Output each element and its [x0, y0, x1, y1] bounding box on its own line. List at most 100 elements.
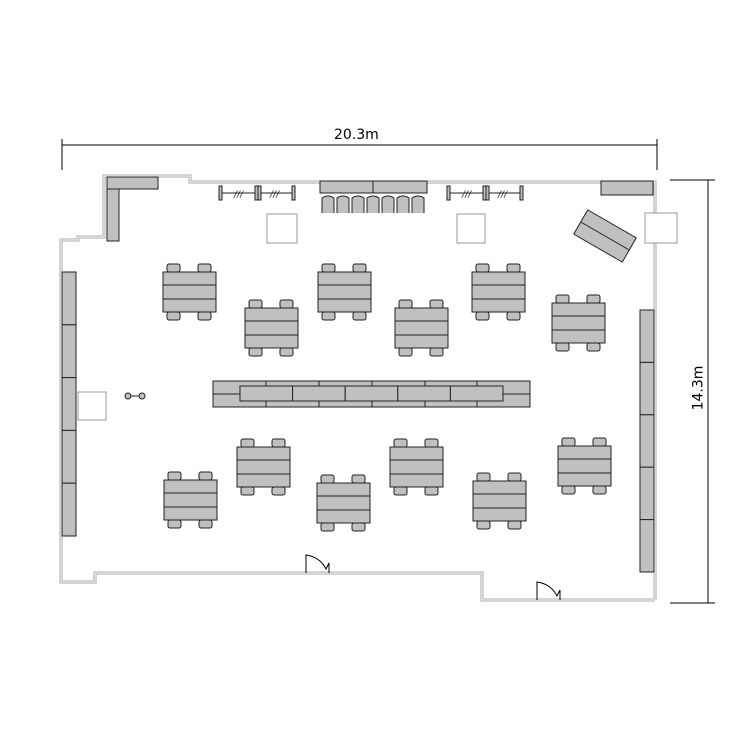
- rack-post: [257, 185, 262, 201]
- chair: [393, 486, 408, 496]
- rack-post: [446, 185, 451, 201]
- chair: [396, 195, 410, 213]
- rack-post: [291, 185, 296, 201]
- counter-segment: [449, 385, 504, 402]
- chair: [424, 486, 439, 496]
- cabinet: [372, 180, 428, 194]
- chair: [248, 347, 263, 357]
- table-top: [236, 446, 291, 488]
- chair: [336, 195, 350, 213]
- hanger-mark: ///: [269, 190, 280, 200]
- table-group: [551, 294, 606, 352]
- chair: [279, 299, 294, 309]
- cabinet: [319, 180, 374, 194]
- door: [536, 581, 561, 600]
- chair: [476, 472, 491, 482]
- table-group: [472, 472, 527, 530]
- chair: [366, 195, 380, 213]
- table-top: [389, 446, 444, 488]
- chair: [507, 472, 522, 482]
- chair: [271, 438, 286, 448]
- counter-segment: [344, 385, 399, 402]
- bookshelf: [639, 309, 655, 363]
- chair: [166, 263, 181, 273]
- hanger-mark: ///: [461, 190, 472, 200]
- hanger-mark: ///: [233, 190, 244, 200]
- chair: [475, 263, 490, 273]
- chair: [167, 519, 182, 529]
- chair: [411, 195, 425, 213]
- chair: [197, 311, 212, 321]
- counter-segment: [239, 385, 294, 402]
- chair: [279, 347, 294, 357]
- table-seam: [580, 221, 630, 251]
- shelf: [600, 180, 654, 196]
- table-group: [316, 474, 371, 532]
- hanger-rack: /// ///: [218, 185, 296, 201]
- counter-segment: [397, 385, 451, 402]
- table-group: [471, 263, 526, 321]
- table-group: [163, 471, 218, 529]
- chair: [476, 520, 491, 530]
- chair: [351, 195, 365, 213]
- chair: [351, 522, 366, 532]
- chair: [166, 311, 181, 321]
- chair: [561, 485, 576, 495]
- chair: [321, 263, 336, 273]
- chair: [475, 311, 490, 321]
- chair: [398, 347, 413, 357]
- height-dimension-label: 14.3m: [690, 365, 707, 411]
- chair: [429, 299, 444, 309]
- chair: [197, 263, 212, 273]
- door: [305, 554, 330, 573]
- chair: [198, 519, 213, 529]
- bookshelf: [639, 519, 655, 573]
- rack-post: [218, 185, 223, 201]
- table-top: [471, 271, 526, 313]
- chair: [240, 438, 255, 448]
- table-top: [162, 271, 217, 313]
- chair: [352, 263, 367, 273]
- tilted-table: [573, 209, 637, 263]
- table-top: [163, 479, 218, 521]
- fixture: [138, 392, 146, 400]
- table-group: [389, 438, 444, 496]
- table-top: [316, 482, 371, 524]
- chair: [506, 263, 521, 273]
- column: [456, 213, 486, 244]
- table-group: [394, 299, 449, 357]
- table-top: [472, 480, 527, 522]
- chair: [592, 437, 607, 447]
- bookshelf: [639, 414, 655, 468]
- chair: [506, 311, 521, 321]
- table-top: [551, 302, 606, 344]
- chair: [198, 471, 213, 481]
- table-top: [244, 307, 299, 349]
- chair: [352, 311, 367, 321]
- column: [77, 391, 107, 421]
- chair: [351, 474, 366, 484]
- chair: [248, 299, 263, 309]
- bookshelf: [61, 429, 77, 484]
- table-group: [317, 263, 372, 321]
- bookshelf: [61, 324, 77, 379]
- table-top: [394, 307, 449, 349]
- table-group: [162, 263, 217, 321]
- hanger-rack: /// ///: [446, 185, 524, 201]
- bookshelf: [61, 271, 77, 326]
- counter-segment: [292, 385, 346, 402]
- chair: [381, 195, 395, 213]
- table-top: [557, 445, 612, 487]
- chair: [321, 195, 335, 213]
- chair: [555, 342, 570, 352]
- chair: [424, 438, 439, 448]
- chair: [555, 294, 570, 304]
- rack-post: [485, 185, 490, 201]
- hanger-mark: ///: [497, 190, 508, 200]
- fixture: [124, 392, 132, 400]
- chair: [429, 347, 444, 357]
- chair: [393, 438, 408, 448]
- chair: [167, 471, 182, 481]
